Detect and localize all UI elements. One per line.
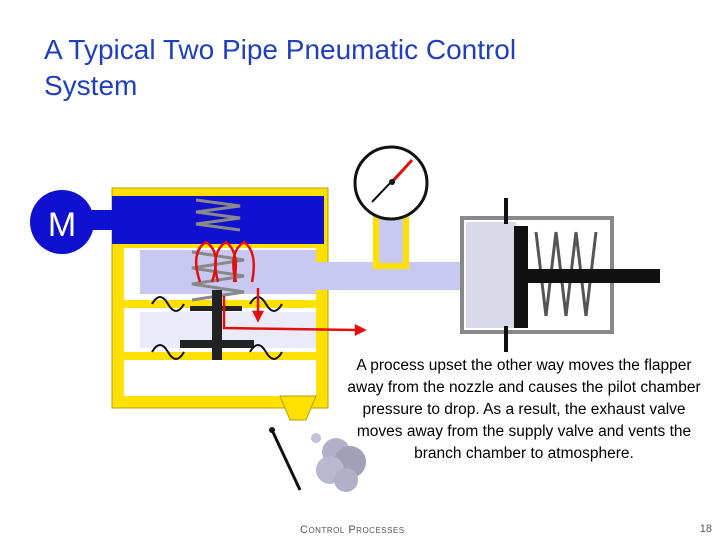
page-number: 18 — [699, 523, 712, 535]
flow-arrow-icon — [194, 240, 367, 337]
actuator — [460, 198, 660, 352]
valve-stem — [180, 290, 254, 360]
gauge-icon — [353, 145, 429, 221]
caption: A process upset the other way moves the … — [347, 357, 701, 462]
footer-text: Control Processes — [300, 524, 405, 536]
title-line-2: System — [44, 70, 138, 101]
flapper — [270, 429, 302, 491]
title-line-1: A Typical Two Pipe Pneumatic Control — [44, 34, 517, 65]
spring-icon — [191, 198, 245, 302]
slide-title: A Typical Two Pipe Pneumatic Control Sys… — [44, 32, 664, 104]
motor-label: M — [48, 206, 76, 244]
supply-chamber — [92, 196, 324, 244]
motor-circle: M — [30, 190, 94, 254]
exhaust-cloud-icon — [311, 433, 366, 492]
diaphragm-squiggles — [151, 296, 283, 360]
